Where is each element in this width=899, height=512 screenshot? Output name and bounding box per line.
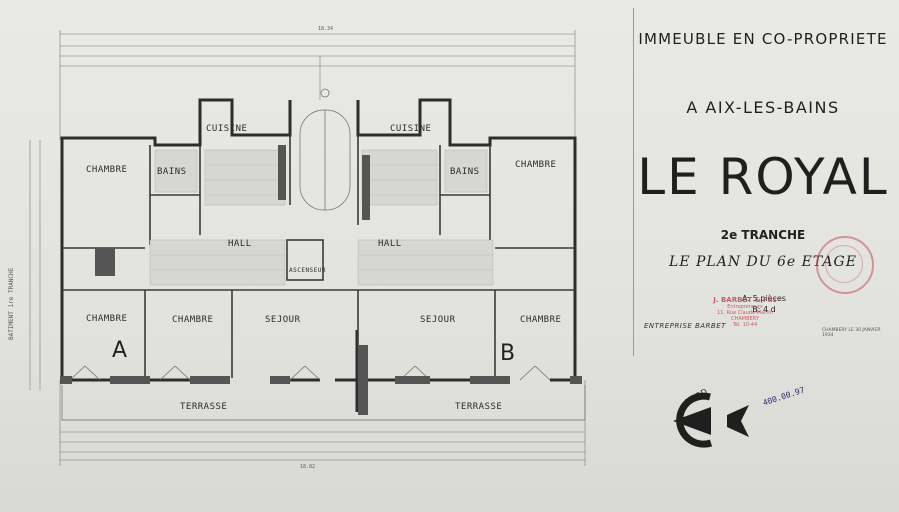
round-seal-stamp	[816, 236, 874, 294]
stamp-line: CHAMBERY	[731, 316, 759, 322]
building-name: LE ROYAL	[637, 148, 889, 206]
room-sejour-e: SEJOUR	[420, 315, 456, 325]
level-label: LE PLAN DU 6e ETAGE	[669, 254, 857, 270]
room-chambre-ne: CHAMBRE	[515, 160, 556, 170]
room-sejour-w: SEJOUR	[265, 315, 301, 325]
phase-label: 2e TRANCHE	[720, 228, 806, 242]
room-hall-w: HALL	[228, 239, 252, 249]
room-ascenseur: ASCENSEUR	[289, 267, 326, 274]
room-chambre-nw: CHAMBRE	[86, 165, 127, 175]
handwritten-annotation: 400.00.97	[761, 385, 806, 408]
company-name: ENTREPRISE BARBET	[644, 322, 726, 330]
apartment-a-rooms: A: 5 pièces	[742, 294, 786, 303]
stamp-line: Tél. 10-44	[732, 322, 758, 328]
room-cuisine-w: CUISINE	[206, 124, 247, 134]
stamp-line: 11, Rue Claude-Martin	[717, 310, 773, 316]
terrace-edge	[61, 365, 586, 421]
window-marks	[60, 376, 582, 384]
room-hall-e: HALL	[378, 239, 402, 249]
dim-overall-bottom: 18.82	[300, 464, 315, 470]
stamp-line: Entrepreneurs	[727, 304, 763, 310]
room-chambre-s2: CHAMBRE	[172, 315, 213, 325]
room-bains-e: BAINS	[450, 167, 480, 177]
north-compass-icon: NORD	[673, 387, 749, 448]
dim-overall-top: 18.34	[318, 26, 333, 32]
room-terrasse-w: TERRASSE	[180, 402, 227, 412]
floor-plan: 18.34 18.82 BATIMENT 1re TRANCHE	[8, 26, 586, 470]
title-block: IMMEUBLE EN CO-PROPRIETE A AIX-LES-BAINS…	[633, 8, 892, 356]
apartment-b-rooms: B: 4 d	[752, 305, 776, 314]
apartment-a-label: A	[112, 338, 127, 363]
apartment-b-label: B	[500, 341, 515, 366]
room-bains-w: BAINS	[157, 167, 187, 177]
building-title: IMMEUBLE EN CO-PROPRIETE	[638, 30, 888, 48]
city-title: A AIX-LES-BAINS	[686, 98, 840, 117]
room-cuisine-e: CUISINE	[390, 124, 431, 134]
company-stamp: J. BARBET & Fils Entrepreneurs 11, Rue C…	[709, 296, 781, 342]
room-terrasse-e: TERRASSE	[455, 402, 502, 412]
compass-label: NORD	[684, 387, 709, 407]
top-dimension-lines	[59, 30, 576, 140]
room-chambre-se: CHAMBRE	[520, 315, 561, 325]
date-footer: CHAMBERY LE 30 JANVIER 1934	[822, 328, 881, 338]
chimney-flues	[95, 145, 370, 415]
tile-hatch	[150, 164, 493, 271]
bottom-dimension-lines	[59, 380, 586, 466]
stair-core	[299, 88, 351, 211]
interior-walls	[62, 135, 575, 378]
tiled-areas	[149, 149, 494, 286]
room-chambre-sw: CHAMBRE	[86, 314, 127, 324]
side-label: BATIMENT 1re TRANCHE	[8, 267, 15, 340]
stamp-firm: J. BARBET & Fils	[713, 296, 777, 304]
